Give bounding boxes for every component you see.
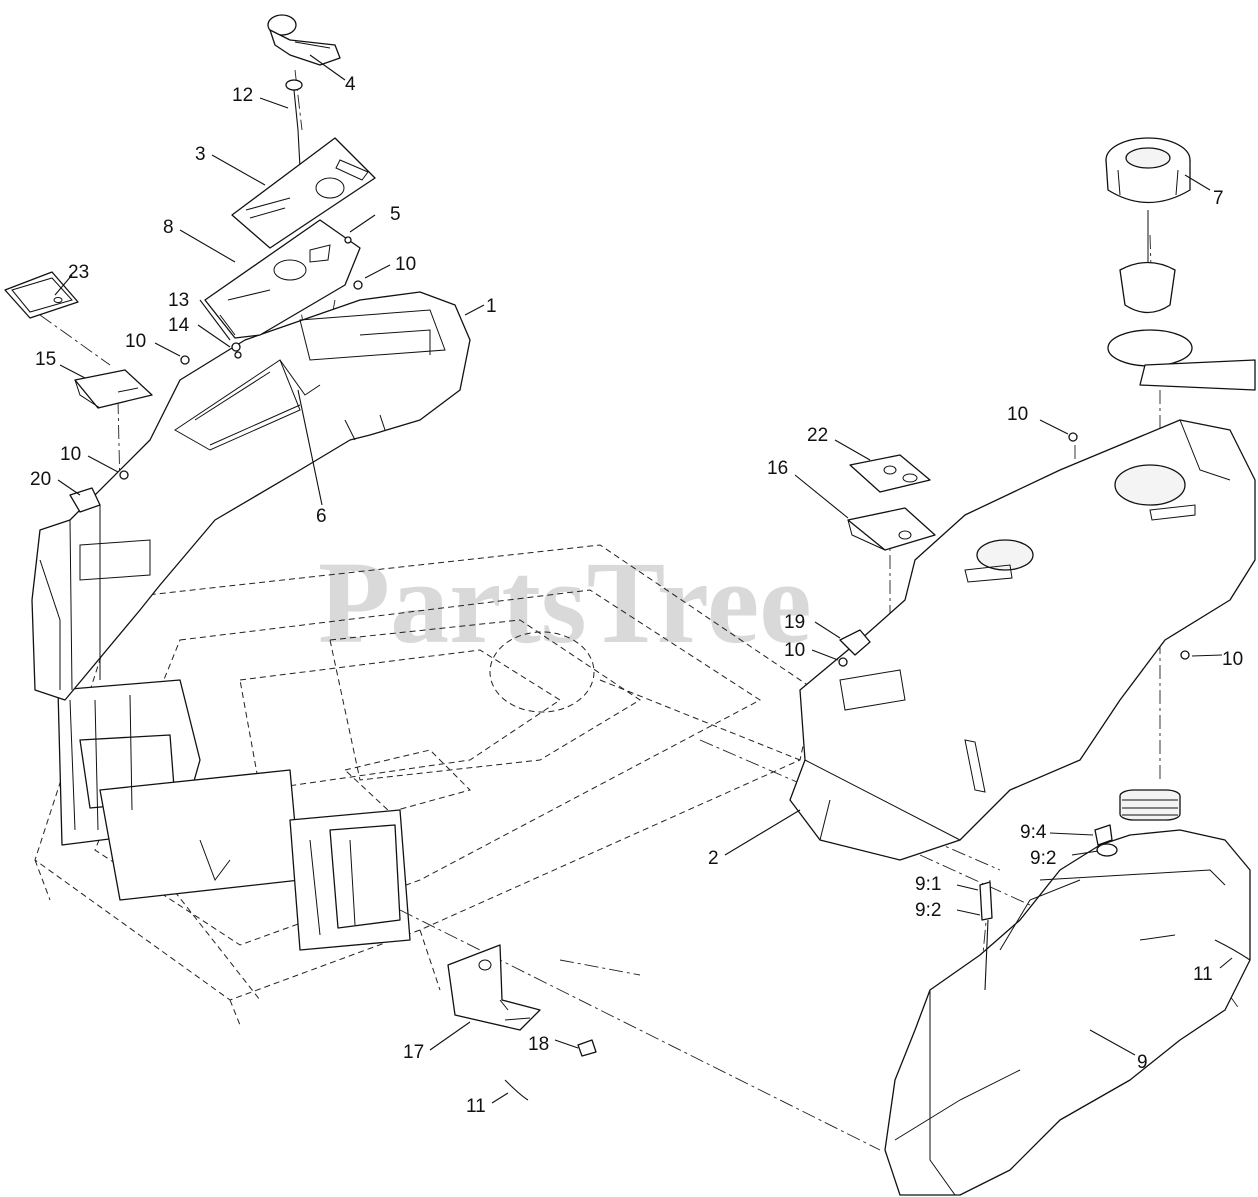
- callout-1: 1: [486, 296, 497, 317]
- callout-18: 18: [528, 1034, 549, 1055]
- callout-9: 9: [1137, 1052, 1148, 1073]
- callout-10-d: 10: [1007, 404, 1028, 425]
- callout-10-f: 10: [1222, 649, 1243, 670]
- callout-11-a: 11: [466, 1096, 486, 1117]
- callout-9-4: 9:4: [1020, 822, 1047, 843]
- callout-11-b: 11: [1193, 964, 1213, 985]
- left-fender-console: [31, 291, 471, 701]
- callout-10-b: 10: [125, 331, 146, 352]
- plug-19: [839, 629, 871, 656]
- plate-16: [847, 507, 936, 551]
- bolt-18: [577, 1039, 597, 1057]
- callout-12: 12: [232, 85, 253, 106]
- callout-4: 4: [345, 74, 356, 95]
- chassis-frame: [34, 544, 816, 1026]
- callout-22: 22: [807, 425, 828, 446]
- callout-20: 20: [30, 469, 51, 490]
- rear-axle-brackets: [57, 679, 411, 951]
- plate-22: [849, 454, 931, 493]
- callout-14: 14: [168, 315, 190, 336]
- callout-13: 13: [168, 290, 189, 311]
- callout-10-e: 10: [784, 640, 805, 661]
- fuel-cap: [1105, 137, 1256, 391]
- choke-knob: [267, 14, 341, 66]
- bracket-17: [447, 944, 541, 1031]
- control-decal-3: [231, 137, 376, 249]
- right-fender-pan: [789, 419, 1256, 861]
- control-panel-8: [204, 219, 361, 339]
- callout-15: 15: [35, 349, 56, 370]
- callout-2: 2: [708, 848, 719, 869]
- plate-15: [74, 369, 153, 409]
- callout-7: 7: [1213, 188, 1224, 209]
- callout-9-2-b: 9:2: [915, 900, 941, 921]
- callout-6: 6: [316, 506, 327, 527]
- bolts-10: [119, 236, 1190, 667]
- callout-10-c: 10: [60, 444, 81, 465]
- callouts: 4 12 3 8 5 10 1 23 13 14 10 15 10 20 6 7…: [30, 74, 1243, 1117]
- callout-10-a: 10: [395, 254, 416, 275]
- watermark-text: PartsTree: [318, 537, 812, 668]
- leader-lines: [54, 54, 1233, 1104]
- plug-20: [69, 487, 101, 513]
- callout-3: 3: [195, 144, 206, 165]
- clip-11: [504, 1079, 529, 1101]
- decal-23: [4, 271, 79, 319]
- throttle-cable: [285, 79, 303, 169]
- fuel-tank: [884, 789, 1251, 1196]
- callout-23: 23: [68, 262, 89, 283]
- callout-9-2-a: 9:2: [1030, 848, 1056, 869]
- callout-9-1: 9:1: [915, 874, 941, 895]
- callout-5: 5: [390, 204, 401, 225]
- clip-11b: [1214, 939, 1251, 961]
- fittings-9: [979, 824, 1118, 991]
- callout-17: 17: [403, 1042, 424, 1063]
- callout-16: 16: [767, 458, 788, 479]
- callout-19: 19: [784, 612, 805, 633]
- callout-8: 8: [163, 217, 174, 238]
